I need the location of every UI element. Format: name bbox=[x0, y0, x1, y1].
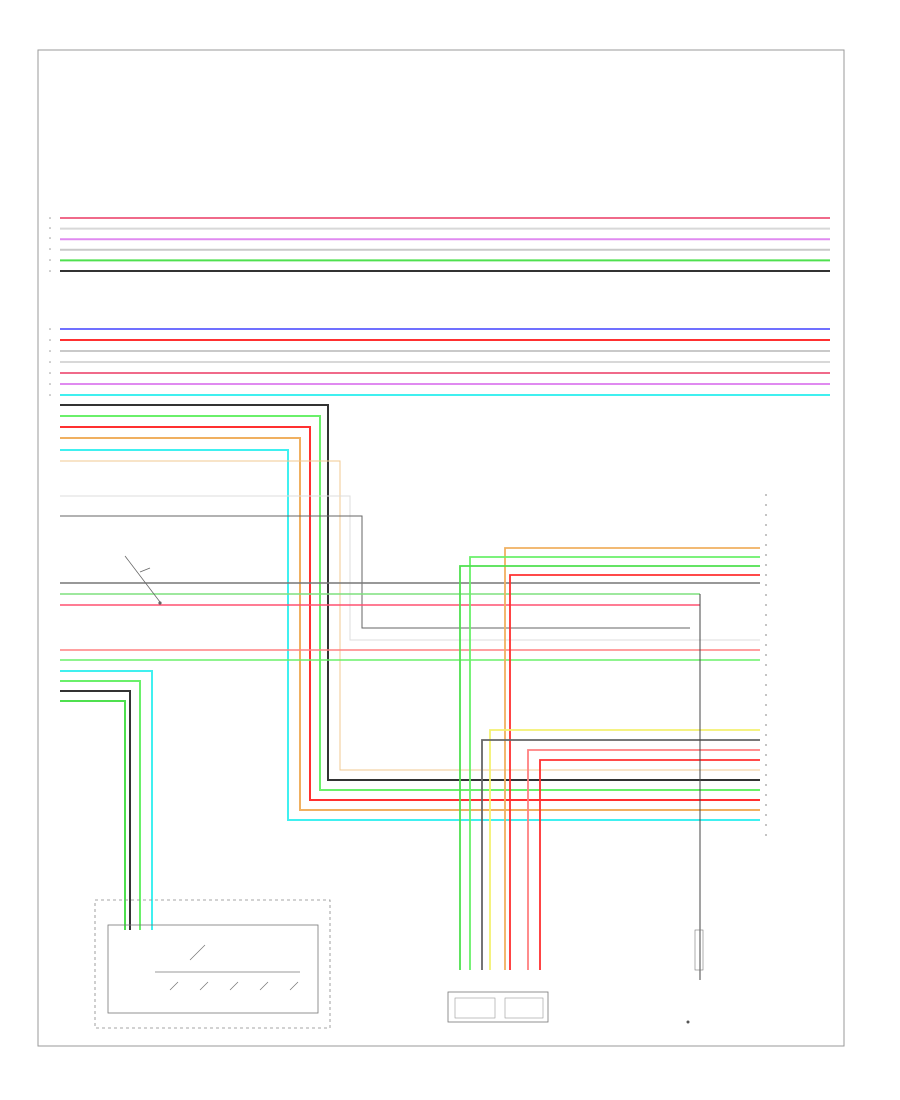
connector-pin bbox=[765, 574, 767, 576]
switch-symbol bbox=[124, 555, 162, 605]
connector-pin bbox=[765, 834, 767, 836]
connector-pin bbox=[765, 654, 767, 656]
connector-pin bbox=[765, 514, 767, 516]
connector-pin bbox=[765, 604, 767, 606]
connector-pin bbox=[765, 594, 767, 596]
combination-switch bbox=[94, 899, 331, 1029]
connector-pin bbox=[765, 534, 767, 536]
switch-region-wires bbox=[60, 582, 760, 661]
connector-pin bbox=[765, 704, 767, 706]
connector-pin bbox=[765, 624, 767, 626]
connector-pin bbox=[765, 804, 767, 806]
connector-pin bbox=[765, 544, 767, 546]
connector-pin bbox=[765, 814, 767, 816]
combination-switch-wires bbox=[60, 670, 153, 930]
connector-pin bbox=[765, 724, 767, 726]
connector-pin bbox=[765, 694, 767, 696]
connector-pin bbox=[765, 524, 767, 526]
diagram-frame bbox=[37, 49, 845, 1047]
left-pin-markers bbox=[49, 217, 51, 396]
connector-pin bbox=[765, 744, 767, 746]
connector-pin bbox=[765, 494, 767, 496]
connector-pin bbox=[765, 634, 767, 636]
connector-pin bbox=[765, 504, 767, 506]
connector-pin bbox=[765, 564, 767, 566]
connector-pin bbox=[765, 614, 767, 616]
connector-pin bbox=[765, 824, 767, 826]
connector-pin bbox=[765, 764, 767, 766]
connector-pin bbox=[765, 674, 767, 676]
left-routed-wires bbox=[60, 404, 760, 821]
top-wire-bundle bbox=[60, 217, 830, 272]
connector-pin bbox=[765, 684, 767, 686]
connector-pin bbox=[765, 554, 767, 556]
data-terminal-wires bbox=[459, 547, 760, 970]
data-terminal bbox=[447, 991, 549, 1023]
right-connector-column bbox=[765, 494, 767, 836]
connector-pin bbox=[765, 644, 767, 646]
ground-wire bbox=[686, 594, 704, 1024]
connector-pin bbox=[765, 664, 767, 666]
middle-wire-bundle bbox=[60, 328, 830, 396]
connector-pin bbox=[765, 714, 767, 716]
connector-pin bbox=[765, 774, 767, 776]
connector-pin bbox=[765, 584, 767, 586]
connector-pin bbox=[765, 784, 767, 786]
connector-pin bbox=[765, 734, 767, 736]
connector-pin bbox=[765, 754, 767, 756]
connector-pin bbox=[765, 794, 767, 796]
